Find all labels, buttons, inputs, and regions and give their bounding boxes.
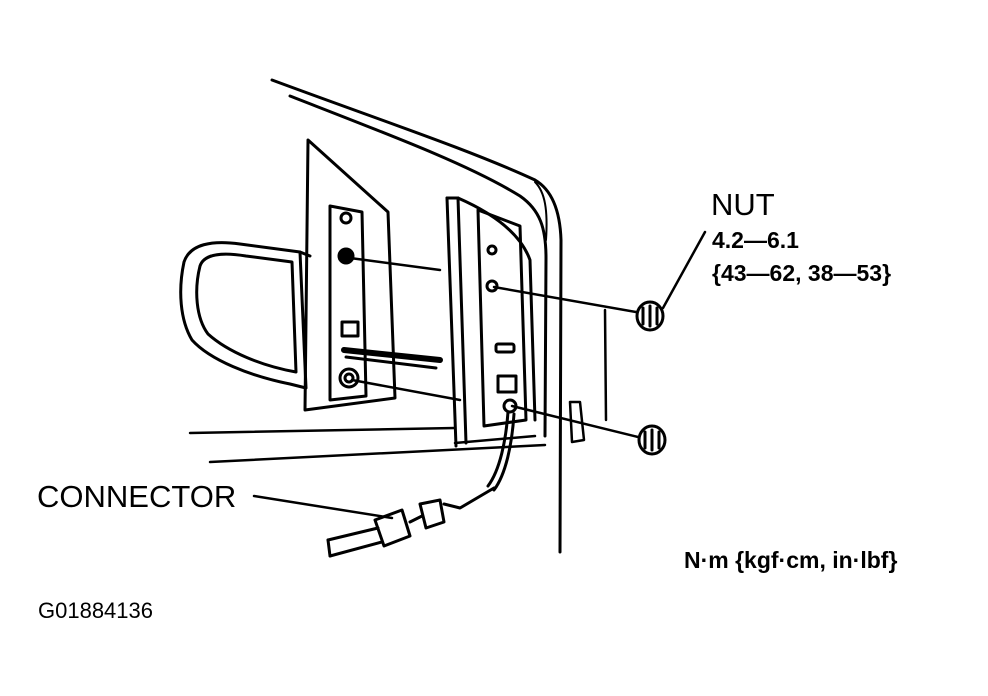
mirror-base-plate — [303, 138, 443, 412]
wire-connector — [326, 498, 446, 558]
window-channel — [445, 196, 537, 448]
mirror-housing — [179, 241, 312, 390]
torque-units-note: N·m {kgf·cm, in·lbf} — [684, 547, 898, 573]
nut-upper — [635, 300, 665, 332]
wire-harness — [442, 410, 516, 510]
door-sill-lines — [188, 426, 547, 464]
connector-callout-leader — [252, 494, 394, 520]
nut-callout-leader — [661, 230, 707, 310]
nut-leader-lines — [348, 256, 640, 439]
door-inner-edge — [568, 308, 608, 444]
nut-torque-value: 4.2—6.1 — [712, 227, 799, 253]
connector-label: CONNECTOR — [37, 479, 237, 514]
door-mount-plate — [476, 208, 528, 428]
nut-lower — [637, 424, 667, 456]
nut-torque-alt-value: {43—62, 38—53} — [712, 260, 892, 286]
door-frame — [270, 78, 563, 554]
nut-label: NUT — [711, 187, 775, 222]
figure-id: G01884136 — [38, 598, 153, 623]
